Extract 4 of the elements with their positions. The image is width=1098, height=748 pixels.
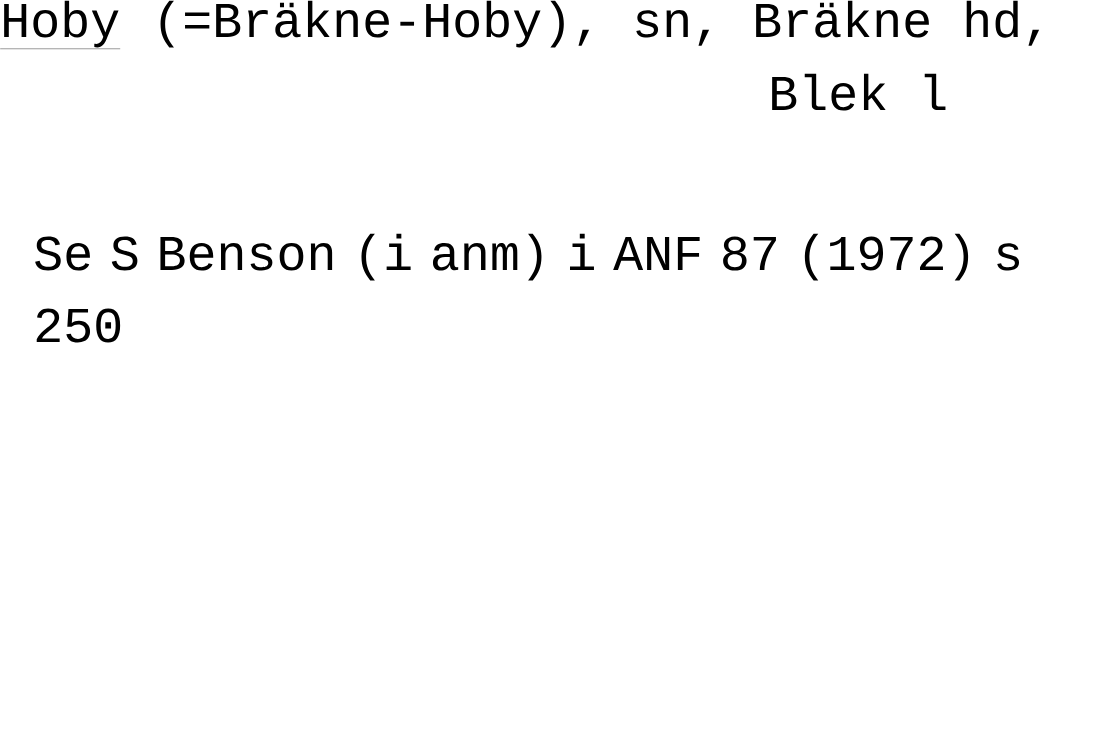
heading-word: Hoby: [0, 0, 121, 49]
reference-text: Se S Benson (i anm) i ANF 87 (1972) s 250: [35, 233, 1019, 343]
heading-text: Blek l: [772, 73, 946, 111]
heading-text: (=Bräkne-Hoby), sn, Bräkne hd,: [160, 0, 1040, 48]
